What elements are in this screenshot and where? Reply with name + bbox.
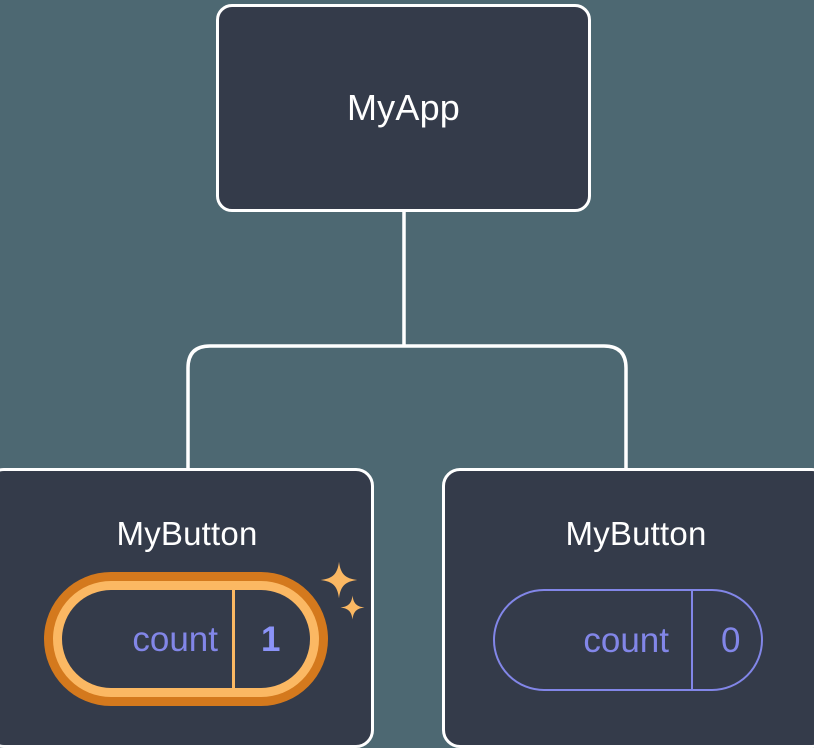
tree-node-myapp[interactable]: MyApp xyxy=(216,4,591,212)
edge-bus-to-children xyxy=(186,344,628,468)
state-value-label-right: 0 xyxy=(691,591,761,689)
state-pill-body: count 1 xyxy=(62,590,310,688)
sparkle-icon xyxy=(320,561,358,599)
state-pill-inner-ring: count 1 xyxy=(53,581,319,697)
state-pill-plain[interactable]: count 0 xyxy=(493,589,763,691)
state-key-label-right: count xyxy=(583,620,669,660)
state-pill-highlighted[interactable]: count 1 xyxy=(44,572,328,706)
node-title-root: MyApp xyxy=(346,87,461,128)
state-value-label-left: 1 xyxy=(232,590,310,688)
node-title-child-right: MyButton xyxy=(565,515,707,552)
sparkle-icon-small xyxy=(340,595,365,620)
state-key-label-left: count xyxy=(132,619,218,659)
node-title-child-left: MyButton xyxy=(116,515,258,552)
